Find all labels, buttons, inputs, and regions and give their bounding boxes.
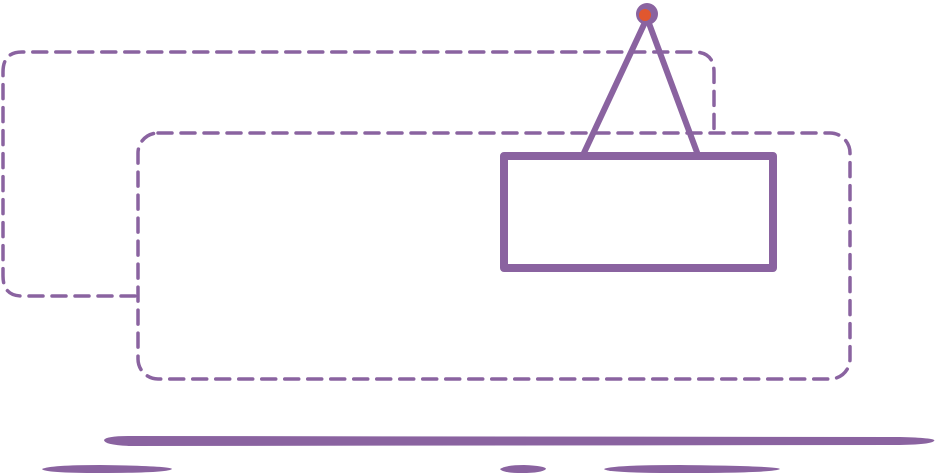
pin-icon bbox=[636, 3, 658, 25]
ground-dash-left bbox=[42, 465, 172, 473]
ground-dash-middle bbox=[500, 465, 546, 473]
front-dashed-frame bbox=[136, 131, 852, 381]
sign-strings bbox=[580, 15, 701, 158]
ground-strokes bbox=[42, 436, 935, 473]
ground-dash-right bbox=[604, 465, 780, 473]
back-dashed-frame bbox=[1, 50, 716, 298]
ground-line-main bbox=[104, 436, 935, 446]
hanging-sign-board bbox=[500, 152, 777, 272]
